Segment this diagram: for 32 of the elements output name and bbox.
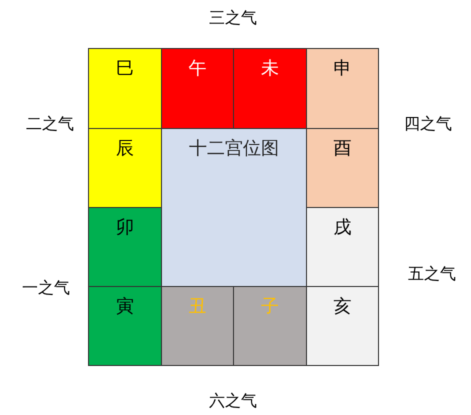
branch-label: 辰 bbox=[116, 137, 134, 161]
branch-label: 卯 bbox=[116, 216, 134, 240]
palace-cell bbox=[306, 128, 379, 208]
branch-label: 寅 bbox=[116, 295, 134, 319]
qi-label: 六之气 bbox=[209, 391, 257, 411]
palace-cell bbox=[161, 48, 234, 129]
palace-cell bbox=[233, 286, 307, 366]
palace-cell bbox=[88, 286, 162, 366]
branch-label: 巳 bbox=[116, 57, 134, 81]
palace-cell bbox=[88, 48, 162, 129]
qi-label: 五之气 bbox=[408, 264, 456, 284]
branch-label: 戌 bbox=[334, 216, 352, 240]
branch-label: 丑 bbox=[188, 295, 206, 319]
palace-cell bbox=[306, 286, 379, 366]
palace-cell bbox=[88, 128, 162, 208]
palace-cell bbox=[306, 48, 379, 129]
palace-cell bbox=[161, 286, 234, 366]
branch-label: 亥 bbox=[334, 295, 352, 319]
panel-label: 十二宫位图 bbox=[189, 137, 279, 161]
branch-label: 酉 bbox=[334, 137, 352, 161]
center-panel bbox=[161, 128, 307, 287]
branch-label: 申 bbox=[334, 57, 352, 81]
qi-label: 四之气 bbox=[404, 114, 452, 134]
palace-cell bbox=[306, 207, 379, 287]
branch-label: 午 bbox=[188, 57, 206, 81]
palace-cell bbox=[88, 207, 162, 287]
qi-label: 一之气 bbox=[22, 278, 70, 298]
branch-label: 子 bbox=[261, 295, 279, 319]
palace-cell bbox=[233, 48, 307, 129]
branch-label: 未 bbox=[261, 57, 279, 81]
qi-label: 三之气 bbox=[209, 8, 257, 28]
qi-label: 二之气 bbox=[26, 114, 74, 134]
